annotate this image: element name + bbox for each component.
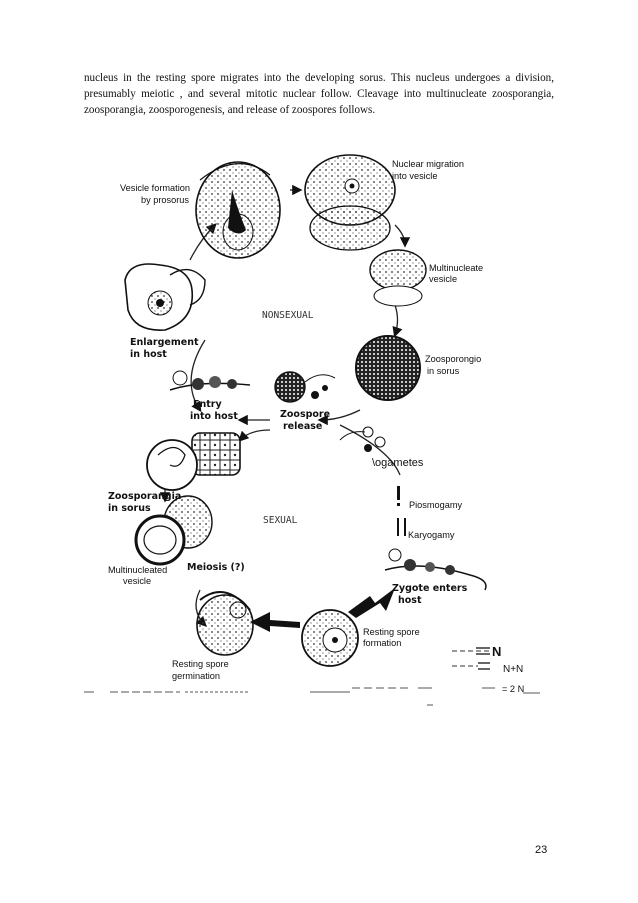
ploidy-legend: N N+N = 2 N <box>452 644 540 694</box>
label-multinucleated-2: vesicle <box>123 576 151 586</box>
zoospore-release-cell <box>274 371 336 403</box>
zoosporangio-sorus-cell <box>355 335 421 401</box>
label-enlargement-1: Enlargement <box>130 337 199 348</box>
label-vesicle-formation-2: by prosorus <box>141 195 189 205</box>
label-resting-formation-2: formation <box>363 638 401 648</box>
vesicle-formation-cell <box>195 161 281 259</box>
label-nuclear-migration-2: into vesicle <box>392 171 437 181</box>
nuclear-migration-cell <box>304 154 396 251</box>
label-meiosis: Meiosis (?) <box>187 562 245 573</box>
resting-germination-cell <box>196 591 254 656</box>
label-resting-germ-2: germination <box>172 671 220 681</box>
label-zoosporangio-1: Zoosporongio <box>425 354 481 364</box>
label-zoosporangia-sorus-2: in sorus <box>108 503 151 514</box>
legend-2n: = 2 N <box>502 684 524 694</box>
enlargement-cell <box>124 263 206 331</box>
label-zoosporangia-sorus-1: Zoosporangia <box>108 491 181 502</box>
fusion-marks <box>397 486 406 536</box>
label-zoospore-release-2: release <box>283 421 322 432</box>
label-entry-2: into host <box>190 411 238 422</box>
label-entry-1: Entry <box>193 399 222 410</box>
zygote-cell <box>384 548 487 591</box>
label-sexual: SEXUAL <box>263 515 298 526</box>
page-number: 23 <box>535 844 548 856</box>
label-resting-germ-1: Resting spore <box>172 659 229 669</box>
legend-n: N <box>492 644 501 659</box>
label-karyogamy: Karyogamy <box>408 530 455 540</box>
scan-artifacts <box>84 687 433 706</box>
label-nonsexual: NONSEXUAL <box>262 310 314 321</box>
body-paragraph: nucleus in the resting spore migrates in… <box>84 70 554 118</box>
multinucleate-vesicle-cell <box>369 249 427 307</box>
label-nuclear-migration-1: Nuclear migration <box>392 159 464 169</box>
label-zoospore-release-1: Zoospore <box>280 409 330 420</box>
paragraph-text: nucleus in the resting spore migrates in… <box>84 72 554 116</box>
legend-n-plus-n: N+N <box>503 664 523 675</box>
multinucleated-vesicle-cell <box>134 495 213 566</box>
label-multinucleate-1: Multinucleate <box>429 263 483 273</box>
label-resting-formation-1: Resting spore <box>363 627 420 637</box>
resting-formation-cell <box>301 609 359 667</box>
label-zygote-2: host <box>398 595 422 606</box>
zoosporangia-sorus-left-cell <box>146 432 241 491</box>
entry-cell <box>169 370 251 391</box>
cycle-arrows <box>159 184 411 627</box>
label-plasmogamy: Piosmogamy <box>409 500 463 510</box>
label-multinucleate-2: vesicle <box>429 274 457 284</box>
label-multinucleated-1: Multinucleated <box>108 565 167 575</box>
label-enlargement-2: in host <box>130 349 167 360</box>
gametes-cell <box>339 426 386 452</box>
label-zoosporangio-2: in sorus <box>427 366 460 376</box>
label-gametes: \ogametes <box>372 457 424 469</box>
label-vesicle-formation-1: Vesicle formation <box>120 183 190 193</box>
thick-arrows <box>250 588 395 632</box>
label-zygote-1: Zygote enters <box>392 583 468 594</box>
